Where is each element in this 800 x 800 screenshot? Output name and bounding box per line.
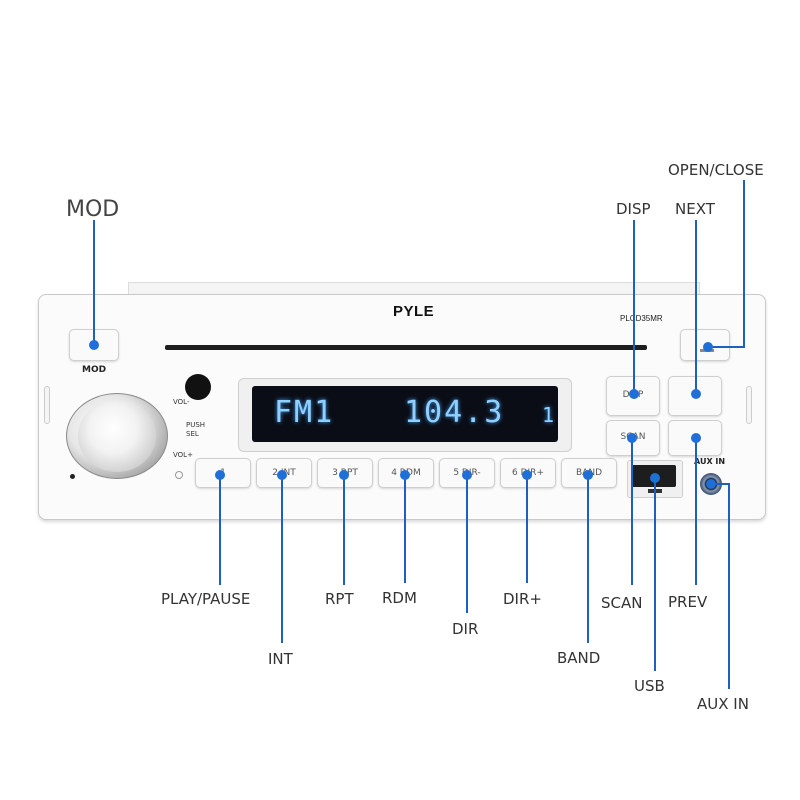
push-label: PUSH <box>186 421 206 429</box>
play-pause-leader <box>219 475 221 585</box>
rdm-dot <box>400 470 410 480</box>
callout-scan: SCAN <box>601 594 643 612</box>
lcd-band: FM1 <box>274 395 335 430</box>
vol-minus-label: VOL- <box>173 398 190 406</box>
callout-aux-in: AUX IN <box>697 695 749 713</box>
aux-in-label: AUX IN <box>694 457 726 466</box>
prev-leader <box>695 438 697 585</box>
int-dot <box>277 470 287 480</box>
callout-rdm: RDM <box>382 589 417 607</box>
top-tray <box>128 282 700 297</box>
mod-leader <box>93 220 95 345</box>
mod-dot <box>89 340 99 350</box>
rdm-leader <box>404 475 406 583</box>
callout-next: NEXT <box>675 200 715 218</box>
brand-logo: PYLE <box>393 303 435 320</box>
indicator-led <box>175 471 183 479</box>
usb-leader <box>654 478 656 671</box>
model-number: PLCD35MR <box>620 314 663 323</box>
cd-slot <box>165 345 647 350</box>
callout-usb: USB <box>634 677 665 695</box>
scan-leader <box>631 438 633 585</box>
rpt-dot <box>339 470 349 480</box>
volume-knob-cap <box>78 400 156 472</box>
callout-prev: PREV <box>668 593 708 611</box>
mod-button-label: MOD <box>82 365 107 375</box>
band-dot <box>583 470 593 480</box>
right-side-slot <box>746 386 752 424</box>
dir-dot <box>462 470 472 480</box>
callout-rpt: RPT <box>325 590 354 608</box>
aux-in-dot <box>706 479 716 489</box>
rpt-leader <box>343 475 345 585</box>
lcd-display: FM1 104.3 1 <box>252 386 558 442</box>
vol-plus-label: VOL+ <box>173 451 193 459</box>
aux-in-leader-horizontal <box>711 483 730 485</box>
disp-dot <box>629 389 639 399</box>
open-close-dot <box>703 342 713 352</box>
callout-mod: MOD <box>66 197 120 222</box>
open-close-leader-vertical <box>743 180 745 348</box>
lcd-preset: 1 <box>542 403 555 427</box>
next-dot <box>691 389 701 399</box>
open-close-leader-horizontal <box>708 346 745 348</box>
int-leader <box>281 475 283 643</box>
prev-dot <box>691 433 701 443</box>
aux-in-leader-vertical <box>728 484 730 689</box>
scan-dot <box>627 433 637 443</box>
dir-leader <box>466 475 468 613</box>
disp-leader <box>633 220 635 394</box>
left-side-slot <box>44 386 50 424</box>
usb-dot <box>650 473 660 483</box>
callout-disp: DISP <box>616 200 651 218</box>
next-leader <box>695 220 697 394</box>
dir-plus-leader <box>526 475 528 583</box>
reset-pinhole <box>70 474 75 479</box>
dir-plus-dot <box>522 470 532 480</box>
band-leader <box>587 475 589 643</box>
ir-sensor <box>185 374 211 400</box>
callout-band: BAND <box>557 649 601 667</box>
callout-open-close: OPEN/CLOSE <box>668 161 764 179</box>
callout-play-pause: PLAY/PAUSE <box>161 590 251 608</box>
lcd-frequency: 104.3 <box>404 395 505 430</box>
callout-dir-plus: DIR+ <box>503 590 542 608</box>
callout-dir: DIR <box>452 620 479 638</box>
callout-int: INT <box>268 650 293 668</box>
play-pause-dot <box>215 470 225 480</box>
sel-label: SEL <box>186 430 199 438</box>
